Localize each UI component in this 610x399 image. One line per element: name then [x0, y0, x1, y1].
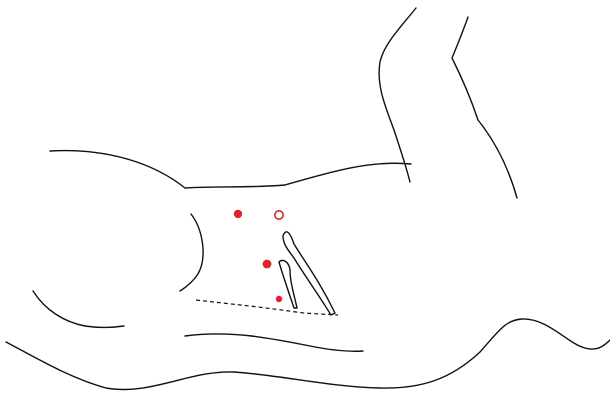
- muscle-strand-inner: [279, 260, 297, 308]
- raised-arm-front-outline: [379, 8, 416, 182]
- shoulder-blade-curve: [180, 214, 203, 291]
- upper-back-outline: [50, 151, 411, 188]
- bottom-body-outline: [6, 319, 610, 390]
- forearm-outline: [33, 291, 124, 328]
- torso-lower-contour: [185, 334, 363, 351]
- marker-filled-upper: [234, 210, 242, 218]
- raised-arm-back-outline: [452, 17, 517, 198]
- marker-filled-lower: [276, 296, 282, 302]
- dashed-reference-line: [196, 300, 338, 315]
- marker-hollow-upper: [275, 211, 283, 219]
- marker-filled-middle: [263, 260, 272, 269]
